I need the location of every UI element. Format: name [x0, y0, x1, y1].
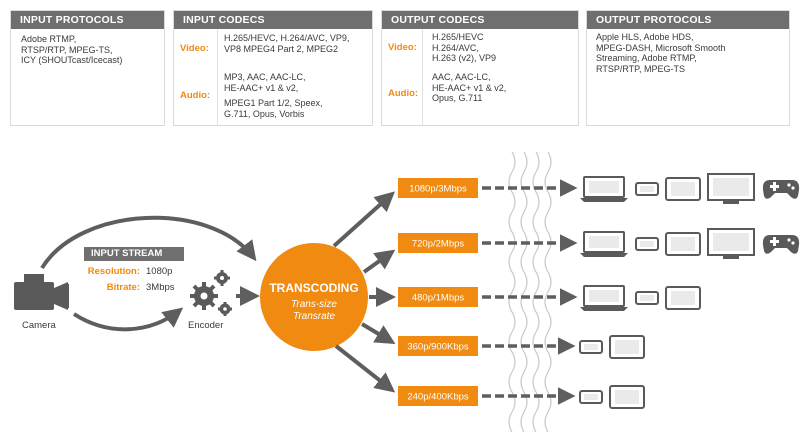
rendition-box — [398, 178, 478, 198]
bitrate-label: Bitrate: — [106, 282, 140, 293]
transcoding-title: TRANSCODING — [269, 281, 358, 295]
input-video-label: Video: — [180, 43, 209, 54]
input-protocols-panel: INPUT PROTOCOLS Adobe RTMP, RTSP/RTP, MP… — [10, 10, 165, 126]
rendition-label: 480p/1Mbps — [412, 293, 465, 304]
input-audio-label: Audio: — [180, 90, 211, 101]
fanout-arrow-2 — [362, 249, 396, 274]
output-video-label: Video: — [388, 42, 417, 53]
output-video-line: H.263 (v2), VP9 — [432, 53, 497, 63]
input-protocols-title: INPUT PROTOCOLS — [11, 11, 164, 29]
camera-to-transcoding-arrow — [40, 215, 257, 270]
laptop-icon — [580, 231, 628, 257]
phone-icon — [635, 291, 659, 305]
fanout-arrows — [332, 191, 396, 393]
output-audio-line: AAC, AAC-LC, — [432, 72, 491, 82]
rendition-row: 720p/2Mbps — [398, 228, 800, 259]
output-video-line: H.264/AVC, — [432, 42, 479, 53]
fanout-arrow-5 — [334, 344, 396, 393]
rendition-label: 240p/400Kbps — [407, 392, 469, 403]
rendition-row: 240p/400Kbps — [398, 385, 645, 409]
output-audio-line: Opus, G.711 — [432, 93, 483, 103]
input-codecs-title: INPUT CODECS — [174, 11, 372, 29]
rendition-label: 360p/900Kbps — [407, 342, 469, 353]
input-audio-line: MPEG1 Part 1/2, Speex, — [224, 98, 323, 108]
resolution-label: Resolution: — [87, 266, 140, 277]
network-waves — [508, 151, 552, 433]
rendition-box — [398, 386, 478, 406]
output-codecs-divider — [422, 29, 423, 125]
input-codecs-divider — [217, 29, 218, 125]
tablet-icon — [665, 286, 701, 310]
input-video-line: H.265/HEVC, H.264/AVC, VP9, — [224, 33, 350, 43]
transcoding-circle — [260, 243, 368, 351]
input-protocols-line: RTSP/RTP, MPEG-TS, — [21, 44, 113, 55]
output-codecs-panel: OUTPUT CODECS Video: H.265/HEVC H.264/AV… — [381, 10, 579, 126]
input-audio-line: MP3, AAC, AAC-LC, — [224, 72, 306, 82]
rendition-label: 1080p/3Mbps — [409, 184, 467, 195]
fanout-arrow-1 — [332, 191, 395, 248]
rendition-row: 1080p/3Mbps — [398, 173, 800, 204]
fanout-arrow-4 — [360, 322, 396, 345]
tablet-icon — [609, 385, 645, 409]
input-protocols-line: ICY (SHOUTcast/Icecast) — [21, 55, 123, 65]
rendition-box — [398, 336, 478, 356]
output-codecs-title: OUTPUT CODECS — [382, 11, 578, 29]
rendition-label: 720p/2Mbps — [412, 239, 465, 250]
input-audio-line: G.711, Opus, Vorbis — [224, 108, 305, 119]
encoder-gears-icon — [190, 270, 232, 316]
input-codecs-panel: INPUT CODECS Video: H.265/HEVC, H.264/AV… — [173, 10, 373, 126]
output-audio-label: Audio: — [388, 88, 419, 99]
resolution-value: 1080p — [146, 266, 173, 277]
transcoding-line2: Transrate — [293, 311, 335, 322]
output-protocols-line: RTSP/RTP, MPEG-TS — [596, 63, 686, 74]
output-audio-line: HE-AAC+ v1 & v2, — [432, 82, 507, 93]
rendition-box — [398, 233, 478, 253]
output-protocols-line: Streaming, Adobe RTMP, — [596, 53, 697, 63]
laptop-icon — [580, 285, 628, 311]
tablet-icon — [665, 177, 701, 201]
monitor-icon — [707, 173, 755, 204]
encoder-label: Encoder — [188, 320, 223, 331]
output-protocols-panel: OUTPUT PROTOCOLS Apple HLS, Adobe HDS, M… — [586, 10, 790, 126]
input-stream-title: INPUT STREAM — [84, 247, 184, 261]
output-video-line: H.265/HEVC — [432, 32, 484, 42]
camera-to-encoder-arrow — [72, 307, 184, 332]
input-protocols-line: Adobe RTMP, — [21, 34, 77, 44]
rendition-row: 480p/1Mbps — [398, 285, 701, 311]
rendition-row: 360p/900Kbps — [398, 335, 645, 359]
phone-icon — [579, 340, 603, 354]
rendition-rows: 1080p/3Mbps 720p/2Mbps 480p/1Mbps 360p/900K… — [398, 173, 800, 409]
phone-icon — [635, 237, 659, 251]
phone-icon — [579, 390, 603, 404]
gamepad-icon — [762, 235, 800, 254]
input-video-line: VP8 MPEG4 Part 2, MPEG2 — [224, 43, 339, 54]
laptop-icon — [580, 176, 628, 202]
input-audio-line: HE-AAC+ v1 & v2, — [224, 82, 299, 93]
camera-icon — [14, 274, 69, 310]
camera-label: Camera — [22, 320, 57, 331]
transcoding-line1: Trans-size — [291, 299, 337, 310]
phone-icon — [635, 182, 659, 196]
monitor-icon — [707, 228, 755, 259]
tablet-icon — [609, 335, 645, 359]
output-protocols-title: OUTPUT PROTOCOLS — [587, 11, 789, 29]
gamepad-icon — [762, 180, 800, 199]
tablet-icon — [665, 232, 701, 256]
bitrate-value: 3Mbps — [146, 282, 175, 293]
rendition-box — [398, 287, 478, 307]
output-protocols-line: MPEG-DASH, Microsoft Smooth — [596, 42, 726, 53]
output-protocols-line: Apple HLS, Adobe HDS, — [596, 32, 694, 42]
